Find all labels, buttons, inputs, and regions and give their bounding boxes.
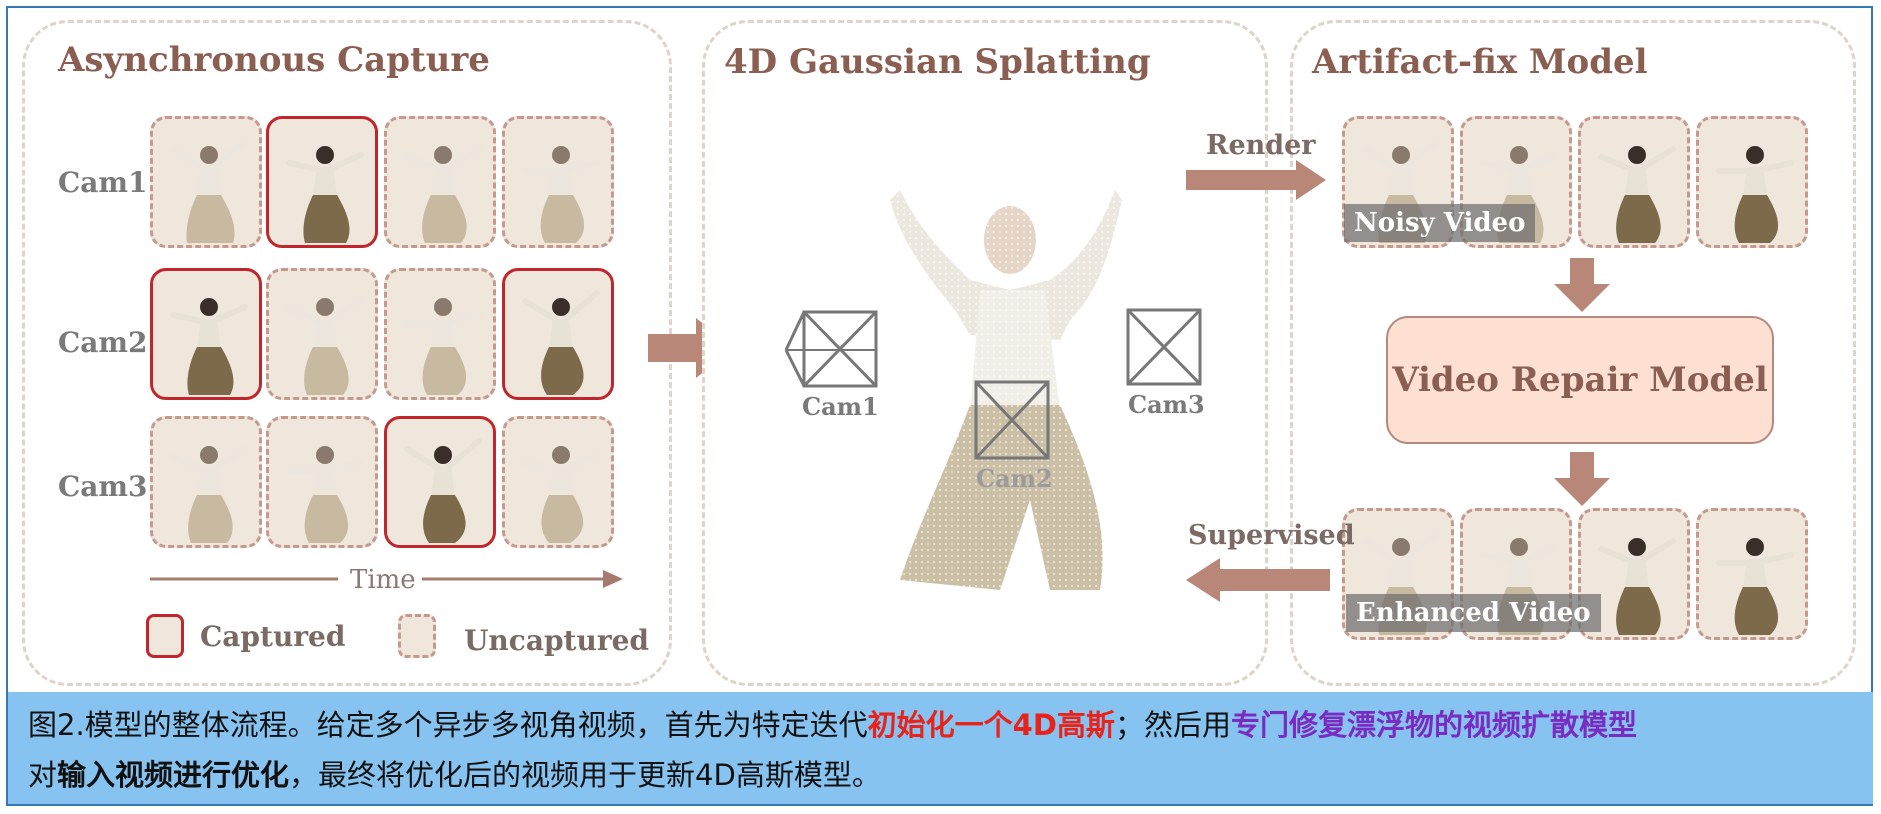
captured-legend-label: Captured	[200, 620, 346, 653]
time-label: Time	[350, 565, 416, 595]
caption-part-5: 对	[28, 758, 58, 792]
video-frame-thumbnail	[1696, 116, 1808, 248]
capture-thumbnail	[384, 116, 496, 248]
supervised-label: Supervised	[1188, 520, 1355, 551]
cam2-label: Cam2	[58, 326, 148, 359]
enhanced-video-tag: Enhanced Video	[1346, 594, 1601, 632]
uncaptured-legend-label: Uncaptured	[464, 624, 649, 657]
gs-cam3-label: Cam3	[1128, 390, 1205, 419]
figure-caption: 图2.模型的整体流程。给定多个异步多视角视频，首先为特定迭代初始化一个4D高斯；…	[8, 692, 1873, 804]
time-arrow	[150, 570, 623, 588]
gs-cam2-label: Cam2	[976, 464, 1053, 493]
video-repair-model-box: Video Repair Model	[1386, 316, 1774, 444]
capture-thumbnail	[384, 268, 496, 400]
capture-thumbnail	[150, 268, 262, 400]
video-frame-thumbnail	[1578, 116, 1690, 248]
down-arrow-2	[1554, 452, 1610, 506]
gaussian-dancer-figure	[860, 170, 1160, 600]
render-label: Render	[1206, 130, 1316, 161]
capture-thumbnail	[266, 268, 378, 400]
fix-title: Artifact-fix Model	[1312, 42, 1648, 82]
capture-thumbnail	[384, 416, 496, 548]
supervised-arrow	[1186, 558, 1330, 602]
noisy-video-tag: Noisy Video	[1344, 204, 1536, 242]
cam1-label: Cam1	[58, 166, 148, 199]
video-repair-model-label: Video Repair Model	[1392, 360, 1768, 400]
capture-thumbnail	[502, 268, 614, 400]
cam2-icon	[974, 380, 1050, 460]
capture-thumbnail	[502, 416, 614, 548]
render-arrow	[1186, 160, 1326, 200]
cam3-label: Cam3	[58, 470, 148, 503]
captured-legend-swatch	[146, 614, 184, 658]
capture-thumbnail	[502, 116, 614, 248]
capture-title: Asynchronous Capture	[58, 40, 490, 80]
gs-cam1-label: Cam1	[802, 392, 879, 421]
caption-part-7: ，最终将优化后的视频用于更新4D高斯模型。	[289, 758, 881, 792]
video-frame-thumbnail	[1696, 508, 1808, 640]
cam1-icon	[784, 310, 878, 388]
capture-thumbnail	[266, 416, 378, 548]
caption-part-3: ；然后用	[1114, 708, 1231, 742]
figure-frame	[6, 6, 1873, 806]
capture-thumbnail	[150, 416, 262, 548]
capture-thumbnail	[150, 116, 262, 248]
capture-thumbnail	[266, 116, 378, 248]
uncaptured-legend-swatch	[398, 614, 436, 658]
down-arrow-1	[1554, 258, 1610, 312]
caption-highlight-init: 初始化一个4D高斯	[867, 708, 1115, 742]
caption-part-1: 图2.模型的整体流程。给定多个异步多视角视频，首先为特定迭代	[28, 708, 868, 742]
gs-title: 4D Gaussian Splatting	[724, 42, 1151, 82]
caption-highlight-model: 专门修复漂浮物的视频扩散模型	[1230, 708, 1637, 742]
caption-highlight-optimize: 输入视频进行优化	[57, 758, 290, 792]
cam3-icon	[1126, 308, 1202, 386]
